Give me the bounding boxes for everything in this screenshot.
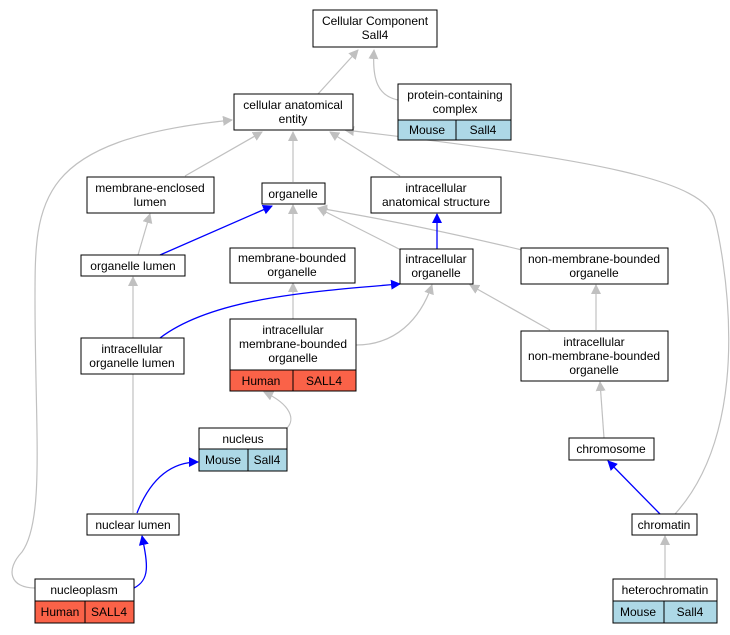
annot-imbo-gene: [292, 369, 357, 392]
annot-hc-gene: [663, 600, 718, 624]
edge-np-cae: [11, 115, 233, 589]
edge-inmbo-io: [469, 284, 551, 331]
edge-chromosome-inmbo: [595, 381, 606, 439]
node-mel-line2: lumen: [134, 195, 167, 209]
annot-nucleus-gene-label: Sall4: [254, 453, 281, 467]
node-chromosome-line1: chromosome: [576, 442, 646, 456]
node-nl-box[interactable]: [86, 513, 180, 536]
node-inmbo-line3: organelle: [569, 363, 619, 377]
node-root-box[interactable]: [312, 9, 438, 48]
node-org-line1: organelle: [268, 187, 318, 201]
annot-np-gene-label: SALL4: [91, 605, 127, 619]
node-inmbo-box[interactable]: [520, 330, 669, 382]
node-pcc-line2: complex: [433, 102, 478, 116]
node-nucleus-line1: nucleus: [222, 432, 263, 446]
annot-np-species-label: Human: [41, 605, 80, 619]
node-cae-line1: cellular anatomical: [243, 98, 342, 112]
node-inmbo-line2: non-membrane-bounded: [528, 349, 660, 363]
node-org-box[interactable]: [261, 182, 326, 205]
node-root-line2: Sall4: [362, 28, 389, 42]
node-np-line1: nucleoplasm: [50, 583, 117, 597]
node-mbo-line2: organelle: [267, 265, 317, 279]
node-cae-line2: entity: [279, 112, 308, 126]
node-ias-box[interactable]: [370, 176, 502, 214]
edge-iol-io: [159, 279, 401, 339]
node-orglumen-box[interactable]: [80, 254, 186, 277]
node-mbo-line1: membrane-bounded: [238, 251, 346, 265]
node-chromatin-line1: chromatin: [638, 518, 691, 532]
node-imbo-line2: membrane-bounded: [239, 337, 347, 351]
edge-cae-root: [317, 49, 359, 95]
node-io-line1: intracellular: [405, 252, 466, 266]
edge-chromatin-cae: [344, 126, 730, 515]
edge-io-org: [317, 207, 402, 251]
edge-chromatin-chromosome: [607, 460, 661, 515]
node-mel-line1: membrane-enclosed: [95, 181, 204, 195]
node-imbo-line3: organelle: [268, 351, 318, 365]
node-hc-line1: heterochromatin: [622, 583, 709, 597]
node-nl-line1: nuclear lumen: [95, 518, 170, 532]
node-chromosome-box[interactable]: [568, 437, 655, 461]
node-nmbo-box[interactable]: [520, 247, 669, 285]
node-imbo-box[interactable]: [229, 318, 357, 371]
node-iol-line1: intracellular: [101, 342, 162, 356]
node-mel-box[interactable]: [86, 176, 215, 214]
edge-np-nl: [133, 535, 149, 589]
node-pcc-box[interactable]: [397, 83, 512, 121]
edge-nl-nucleus: [136, 457, 199, 514]
edge-imbo-io: [355, 284, 434, 346]
node-ias-line1: intracellular: [405, 181, 466, 195]
node-nmbo-line2: organelle: [569, 266, 619, 280]
annot-imbo-gene-label: SALL4: [306, 374, 342, 388]
edge-nmbo-org: [317, 204, 523, 251]
node-orglumen-line1: organelle lumen: [90, 259, 175, 273]
node-mbo-box[interactable]: [229, 247, 356, 284]
node-io-box[interactable]: [399, 248, 474, 285]
annot-hc-species-label: Mouse: [620, 605, 656, 619]
node-imbo-line1: intracellular: [262, 323, 323, 337]
annot-hc-gene-label: Sall4: [677, 605, 704, 619]
node-pcc-line1: protein-containing: [407, 88, 502, 102]
node-inmbo-line1: intracellular: [563, 335, 624, 349]
annot-imbo-species-label: Human: [242, 374, 281, 388]
annot-pcc-gene-label: Sall4: [470, 123, 497, 137]
edge-mel-cae: [184, 131, 263, 177]
node-cae-box[interactable]: [233, 93, 354, 131]
edge-nucleus-imbo: [263, 391, 292, 429]
annot-pcc-species-label: Mouse: [409, 123, 445, 137]
node-io-line2: organelle: [411, 266, 461, 280]
node-iol-box[interactable]: [80, 337, 185, 375]
edge-ias-cae: [329, 131, 401, 177]
edge-pcc-root: [368, 49, 399, 101]
node-nmbo-line1: non-membrane-bounded: [528, 252, 660, 266]
node-chromatin-box[interactable]: [631, 513, 698, 536]
node-iol-line2: organelle lumen: [89, 356, 174, 370]
annot-np-gene: [84, 600, 135, 624]
edge-orglumen-org: [159, 205, 273, 256]
annot-nucleus-gene: [247, 448, 288, 472]
annot-nucleus-species-label: Mouse: [205, 453, 241, 467]
annot-pcc-gene: [455, 119, 512, 141]
edge-orglumen-mel: [137, 213, 153, 256]
node-ias-line2: anatomical structure: [382, 195, 490, 209]
node-root-line1: Cellular Component: [322, 14, 429, 28]
